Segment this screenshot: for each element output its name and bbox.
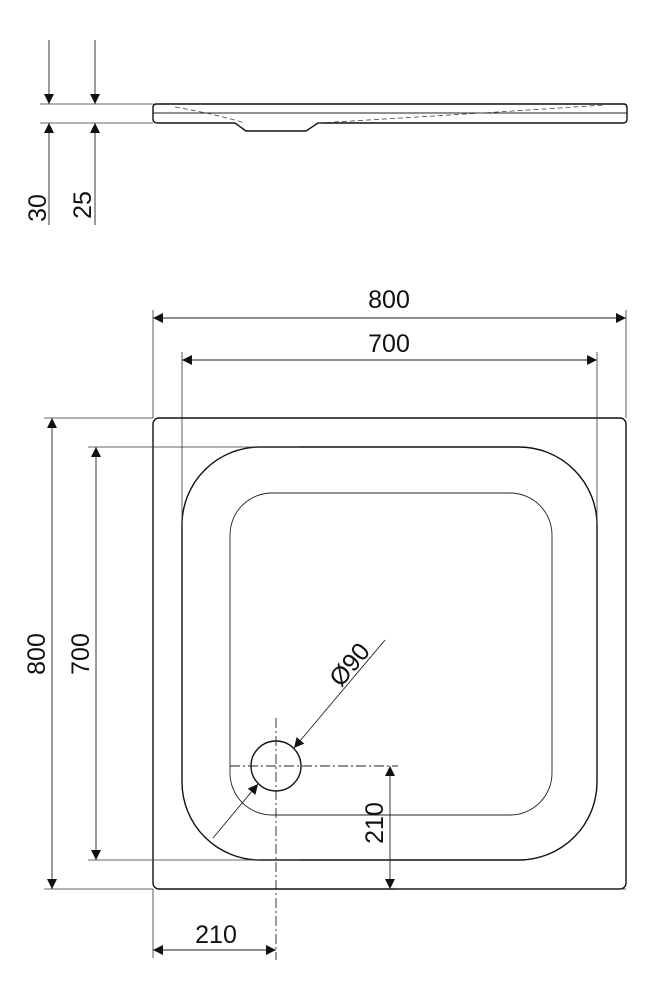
- dim-drain-diameter: Ø90: [212, 638, 386, 839]
- dim-inner-width-label: 700: [368, 330, 410, 358]
- side-profile-hidden-floor: [174, 106, 246, 124]
- dim-total-height-label: 30: [24, 194, 52, 222]
- dim-drain-offset-y-label: 210: [361, 802, 389, 844]
- side-view: 30 25: [24, 40, 628, 225]
- dim-drain-offset-x-label: 210: [195, 921, 237, 949]
- dim-drain-offset-y: 210: [361, 766, 626, 890]
- plan-view: 800 700 800 700 Ø90: [23, 286, 627, 960]
- dim-drain-diameter-leader-upper: [293, 639, 386, 749]
- basin-floor: [229, 492, 553, 816]
- dim-outer-width: 800: [152, 286, 627, 418]
- dim-inner-width: 700: [181, 330, 598, 525]
- dim-outer-depth-label: 800: [23, 633, 51, 675]
- dim-rim-height-label: 25: [69, 191, 97, 219]
- dim-total-height: 30: [24, 40, 54, 225]
- side-profile-hidden-floor-right: [317, 104, 606, 124]
- dim-drain-diameter-label: Ø90: [324, 638, 376, 692]
- dim-outer-width-label: 800: [368, 286, 410, 314]
- dim-drain-diameter-leader-lower: [212, 783, 259, 839]
- dim-drain-offset-x: 210: [152, 889, 276, 958]
- basin-top-edge: [181, 446, 598, 861]
- dim-outer-depth: 800: [23, 417, 153, 890]
- drain: [230, 718, 398, 960]
- dim-inner-depth-label: 700: [67, 633, 95, 675]
- tray-side-profile: [152, 103, 628, 132]
- tray-outer-rim: [152, 417, 627, 890]
- dim-inner-depth: 700: [67, 446, 300, 861]
- dim-rim-height: 25: [69, 40, 100, 225]
